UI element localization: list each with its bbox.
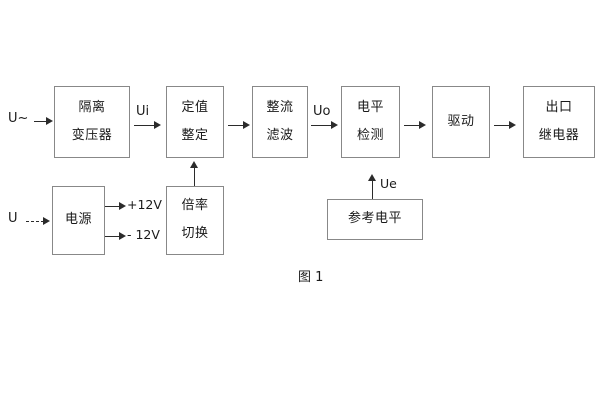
block-drive: 驱动 (432, 86, 490, 158)
uo-arrowhead (331, 121, 338, 129)
block-setting-value-line1: 定值 (181, 99, 209, 115)
block-output-relay-line2: 继电器 (538, 127, 580, 143)
multiplier-to-setting-line (194, 168, 195, 186)
drive-to-relay-arrowhead (509, 121, 516, 129)
rail-negative-12v-label: - 12V (127, 227, 160, 242)
signal-ue-label: Ue (380, 176, 397, 191)
ac-input-arrowhead (46, 117, 53, 125)
block-rectify-filter: 整流 滤波 (252, 86, 308, 158)
rail-negative-12v-line (105, 236, 121, 237)
figure-caption: 图 1 (298, 270, 324, 285)
block-power-supply-line1: 电源 (64, 212, 92, 228)
reference-to-level-line (372, 181, 373, 199)
ac-input-label: U~ (8, 111, 29, 126)
block-output-relay-line1: 出口 (545, 99, 573, 115)
block-reference-level-line1: 参考电平 (347, 211, 402, 227)
block-level-detect: 电平 检测 (341, 86, 400, 158)
block-multiplier-switch: 倍率 切换 (166, 186, 224, 255)
block-rectify-filter-line2: 滤波 (266, 127, 294, 143)
rail-positive-12v-line (105, 206, 121, 207)
block-isolation-transformer-line2: 变压器 (71, 127, 113, 143)
block-multiplier-switch-line2: 切换 (181, 226, 209, 241)
rail-negative-12v-arrowhead (119, 232, 126, 240)
signal-uo-label: Uo (313, 104, 331, 119)
dc-input-label: U (8, 211, 18, 226)
block-reference-level: 参考电平 (327, 199, 423, 240)
block-multiplier-switch-line1: 倍率 (181, 198, 209, 214)
rail-positive-12v-arrowhead (119, 202, 126, 210)
drive-to-relay-line (494, 125, 511, 126)
dc-input-dashed-line (26, 221, 44, 222)
dc-input-arrowhead (43, 217, 50, 225)
block-isolation-transformer: 隔离 变压器 (54, 86, 130, 158)
ac-input-line (34, 121, 48, 122)
block-power-supply: 电源 (52, 186, 105, 255)
uo-line (311, 125, 333, 126)
block-setting-value: 定值 整定 (166, 86, 224, 158)
block-level-detect-line2: 检测 (356, 127, 384, 143)
setting-to-rectify-arrowhead (243, 121, 250, 129)
reference-to-level-arrowhead (368, 174, 376, 181)
setting-to-rectify-line (228, 125, 245, 126)
block-isolation-transformer-line1: 隔离 (78, 99, 106, 115)
block-setting-value-line2: 整定 (181, 127, 209, 143)
signal-ui-label: Ui (136, 104, 150, 119)
block-drive-line1: 驱动 (447, 113, 475, 129)
level-to-drive-line (404, 125, 421, 126)
block-output-relay: 出口 继电器 (523, 86, 595, 158)
ui-arrowhead (154, 121, 161, 129)
block-level-detect-line1: 电平 (356, 99, 384, 115)
level-to-drive-arrowhead (419, 121, 426, 129)
block-rectify-filter-line1: 整流 (266, 99, 294, 115)
multiplier-to-setting-arrowhead (190, 161, 198, 168)
ui-line (134, 125, 156, 126)
rail-positive-12v-label: +12V (127, 197, 162, 212)
